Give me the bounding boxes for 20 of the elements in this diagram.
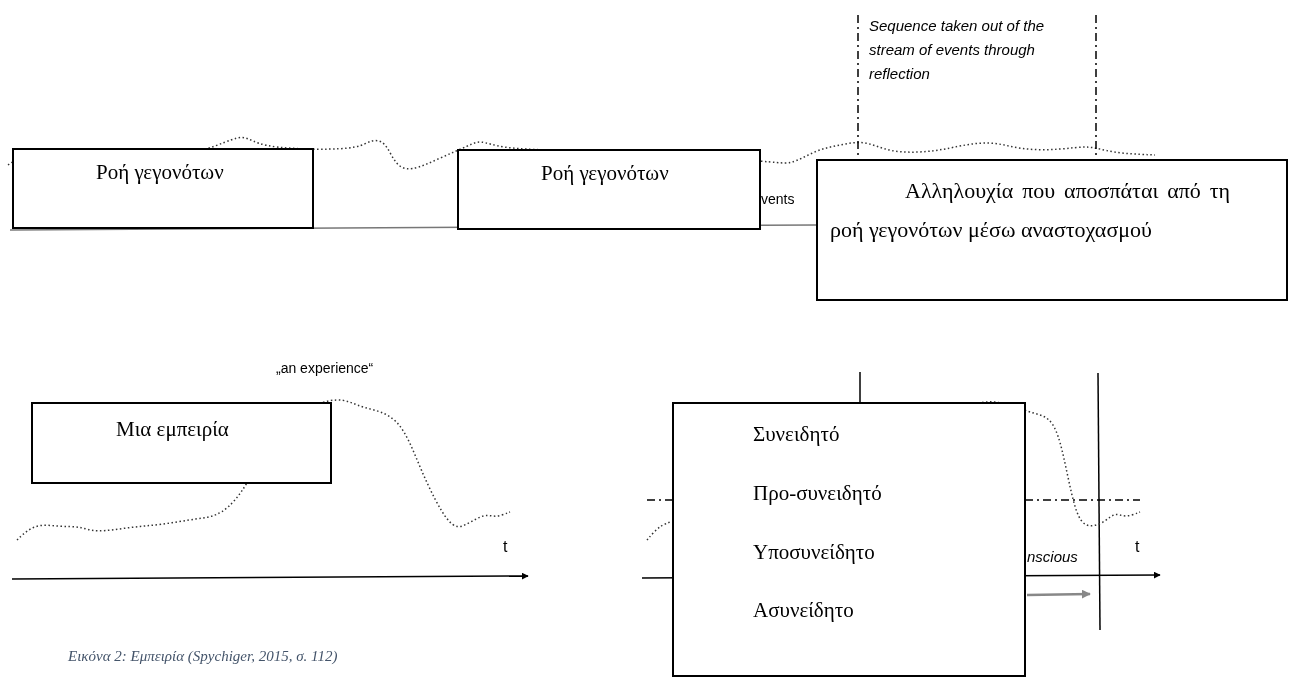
annotation-text: Sequence taken out of the stream of events through reflection: [869, 16, 1046, 84]
text-box: [672, 402, 1026, 677]
text-box: [457, 149, 761, 230]
axis-label: nscious: [1027, 548, 1078, 565]
box-text: Συνειδητό: [753, 422, 840, 447]
box-text: Υποσυνείδητο: [753, 540, 875, 565]
axis-label: t: [503, 538, 508, 556]
text-box: [816, 159, 1288, 301]
box-text: Αλληλουχία που αποσπάται από τη ροή γεγονότων μέσω αναστοχασμού: [829, 177, 1230, 244]
axis-label: vents: [761, 191, 795, 207]
annotation-text: „an experience“: [276, 360, 374, 376]
box-text: Μια εμπειρία: [116, 417, 229, 442]
figure-caption: Εικόνα 2: Εμπειρία (Spychiger, 2015, σ. 112): [68, 648, 338, 665]
box-text: Ασυνείδητο: [753, 598, 854, 623]
box-text: Προ-συνειδητό: [753, 481, 882, 506]
axis-label: t: [1135, 538, 1140, 556]
box-text: Ροή γεγονότων: [96, 160, 224, 185]
text-box: [31, 402, 332, 484]
box-text: Ροή γεγονότων: [541, 161, 669, 186]
text-box: [12, 148, 314, 229]
